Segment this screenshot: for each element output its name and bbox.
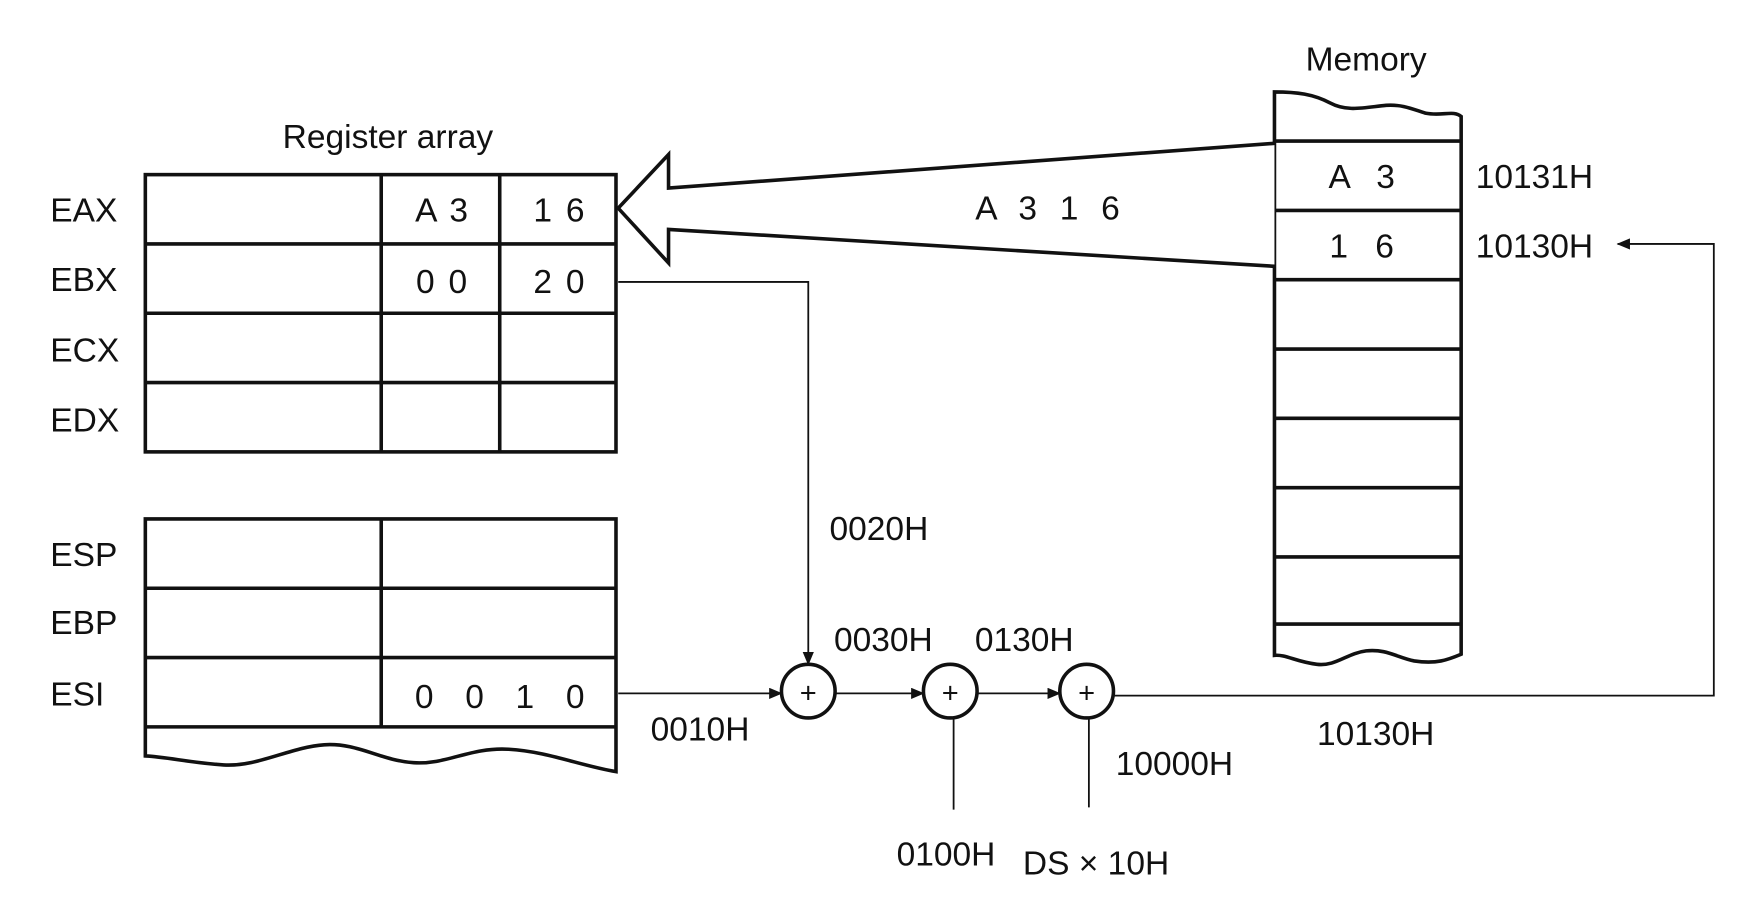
general-register-table: EAX EBX ECX EDX A 3 1 6 0 0 2 0 — [50, 172, 618, 454]
adder-1 — [779, 662, 837, 720]
address-calc: 0020H 0010H + 0030H + 0100H 0130H + 1000… — [618, 238, 1715, 882]
adder-3 — [1058, 662, 1116, 720]
transfer-label: A 3 1 6 — [975, 190, 1126, 227]
transfer-arrow: A 3 1 6 — [615, 141, 1275, 269]
segment-register-label: DS × 10H — [1023, 845, 1169, 882]
register-label-ebp: EBP — [50, 605, 117, 642]
eax-byte-high: A 3 — [415, 193, 470, 230]
memory-address-label: 10130H — [1476, 228, 1593, 265]
memory-cell-value: 1 6 — [1329, 228, 1402, 265]
final-address-label: 10130H — [1317, 716, 1434, 753]
sum1-label: 0030H — [834, 622, 933, 659]
ebx-byte-low: 2 0 — [533, 264, 586, 301]
adder-2 — [921, 662, 979, 720]
register-label-eax: EAX — [50, 193, 117, 230]
register-label-ebx: EBX — [50, 262, 117, 299]
plus-icon: + — [1078, 677, 1095, 709]
memory-title: Memory — [1306, 42, 1427, 79]
memory-cell-value: A 3 — [1328, 159, 1403, 196]
memory-address-label: 10131H — [1476, 159, 1593, 196]
memory-block: A 3 1 6 10131H 10130H — [1272, 90, 1593, 667]
pointer-register-table: ESP EBP ESI 0 0 1 0 — [50, 517, 618, 774]
register-array-title: Register array — [283, 119, 494, 156]
esi-value-label: 0010H — [651, 711, 750, 748]
ebx-byte-high: 0 0 — [416, 264, 469, 301]
plus-icon: + — [800, 677, 817, 709]
esi-low-word: 0 0 1 0 — [415, 679, 596, 716]
register-label-esp: ESP — [50, 537, 117, 574]
register-label-ecx: ECX — [50, 332, 119, 369]
segment-base-label: 10000H — [1116, 746, 1233, 783]
plus-icon: + — [942, 677, 959, 709]
register-label-esi: ESI — [50, 677, 104, 714]
register-label-edx: EDX — [50, 403, 119, 440]
displacement-label: 0100H — [897, 837, 996, 874]
eax-byte-low: 1 6 — [533, 193, 586, 230]
sum2-label: 0130H — [975, 622, 1074, 659]
ebx-value-label: 0020H — [830, 511, 929, 548]
